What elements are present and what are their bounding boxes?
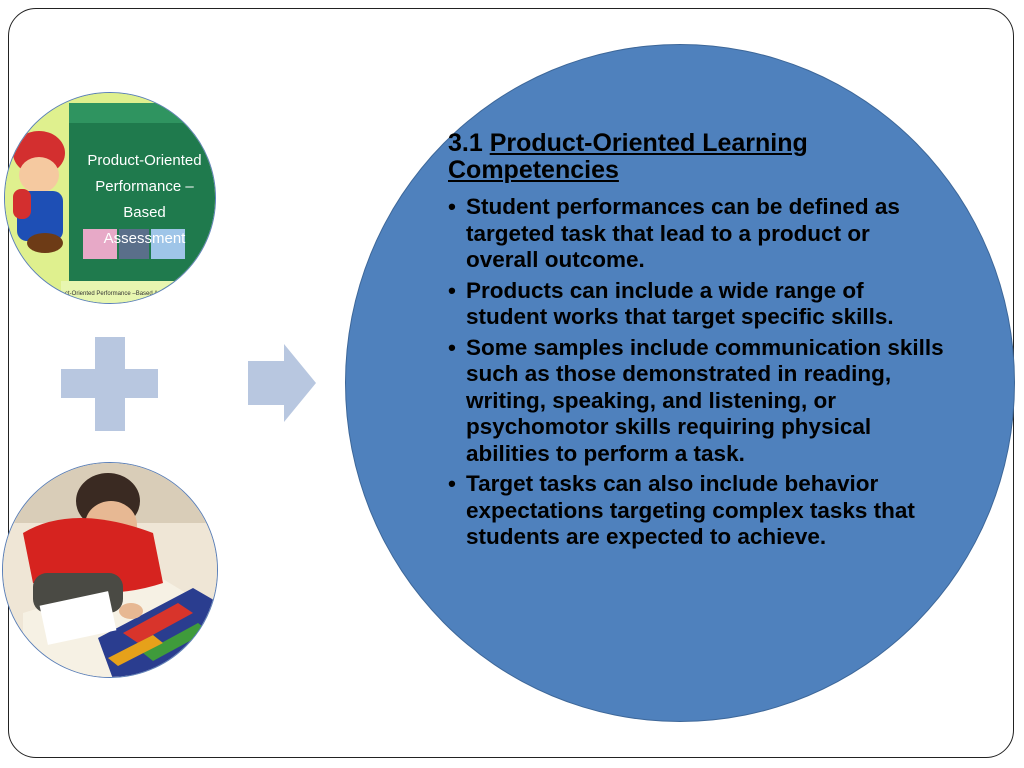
bullet-item: Products can include a wide range of stu… bbox=[448, 278, 948, 331]
slide-heading: 3.1 Product-Oriented Learning Competenci… bbox=[448, 130, 948, 184]
heading-number: 3.1 bbox=[448, 129, 490, 157]
right-arrow-icon bbox=[248, 344, 316, 422]
poster-line-3: Assessment bbox=[103, 230, 186, 247]
slide-content: 3.1 Product-Oriented Learning Competenci… bbox=[448, 130, 948, 555]
heading-title: Product-Oriented Learning Competencies bbox=[448, 129, 808, 184]
poster-caption: ct-Oriented Performance –Based Assessm bbox=[65, 291, 179, 297]
bullet-list: Student performances can be defined as t… bbox=[448, 194, 948, 551]
assessment-poster-image: Product-Oriented Performance –Based Asse… bbox=[4, 92, 216, 304]
poster-title: Product-Oriented Performance –Based Asse… bbox=[77, 148, 212, 252]
bullet-item: Target tasks can also include behavior e… bbox=[448, 471, 948, 551]
poster-line-2: Performance –Based bbox=[95, 178, 194, 221]
bullet-item: Some samples include communication skill… bbox=[448, 335, 948, 468]
child-activity-photo bbox=[2, 462, 218, 678]
poster-line-1: Product-Oriented bbox=[87, 152, 202, 169]
bullet-item: Student performances can be defined as t… bbox=[448, 194, 948, 274]
plus-icon-horizontal bbox=[61, 369, 158, 398]
child-illustration bbox=[3, 463, 217, 677]
